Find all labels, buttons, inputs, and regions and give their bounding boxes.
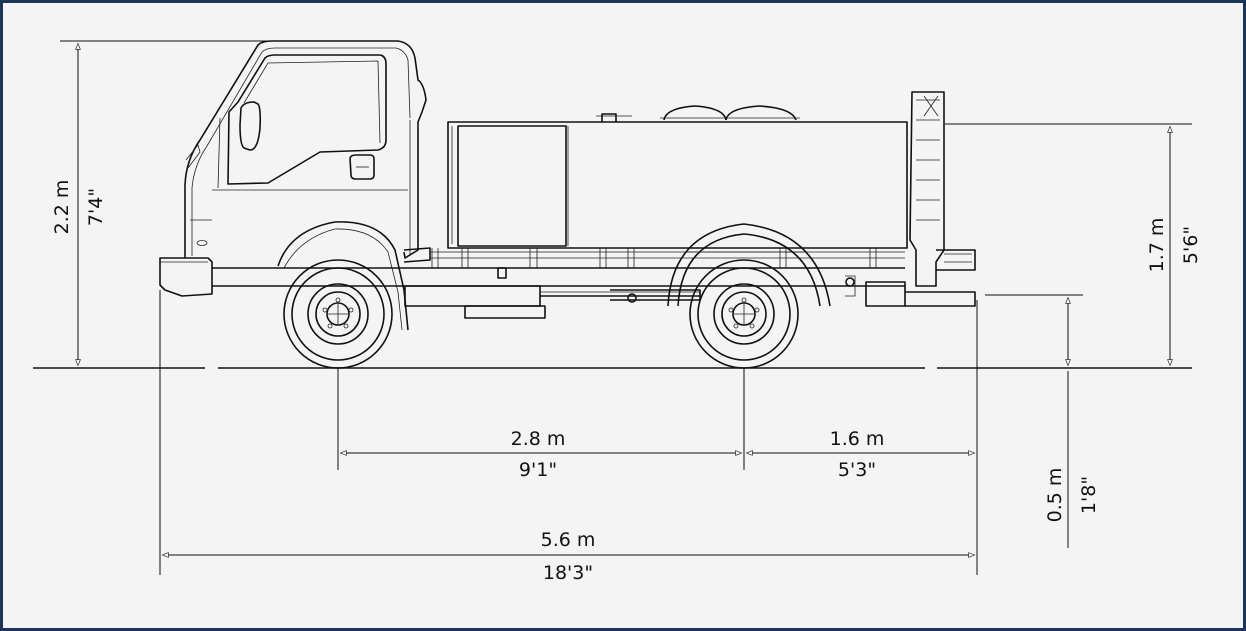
rear-clearance-metric: 0.5 m xyxy=(1044,468,1066,523)
extension-lines xyxy=(159,290,978,575)
tank-height-dimension: 1.7 m 5'6" xyxy=(945,123,1202,367)
tank-height-imperial: 5'6" xyxy=(1180,226,1202,264)
truck-side-view xyxy=(33,40,1192,369)
tank-height-metric: 1.7 m xyxy=(1146,218,1168,273)
overall-length-metric: 5.6 m xyxy=(541,529,596,551)
rear-overhang-imperial: 5'3" xyxy=(838,459,876,481)
rear-ladder xyxy=(865,91,976,307)
wheelbase-dimension: 2.8 m 9'1" xyxy=(339,428,743,481)
front-wheel xyxy=(283,259,393,369)
chassis-frame xyxy=(212,248,905,319)
overall-length-imperial: 18'3" xyxy=(543,562,593,584)
overall-height-imperial: 7'4" xyxy=(85,188,107,226)
rear-clearance-dimension: 0.5 m 1'8" xyxy=(985,294,1100,548)
cab xyxy=(159,40,431,331)
rear-clearance-imperial: 1'8" xyxy=(1078,476,1100,514)
rear-fender xyxy=(667,223,831,307)
overall-length-dimension: 5.6 m 18'3" xyxy=(161,529,976,584)
wheelbase-imperial: 9'1" xyxy=(519,459,557,481)
rear-overhang-dimension: 1.6 m 5'3" xyxy=(745,428,976,481)
overall-height-dimension: 2.2 m 7'4" xyxy=(51,40,272,367)
rear-overhang-metric: 1.6 m xyxy=(830,428,885,450)
rear-wheel xyxy=(689,259,799,369)
overall-height-metric: 2.2 m xyxy=(51,180,73,235)
tank-body xyxy=(447,105,908,249)
wheelbase-metric: 2.8 m xyxy=(511,428,566,450)
